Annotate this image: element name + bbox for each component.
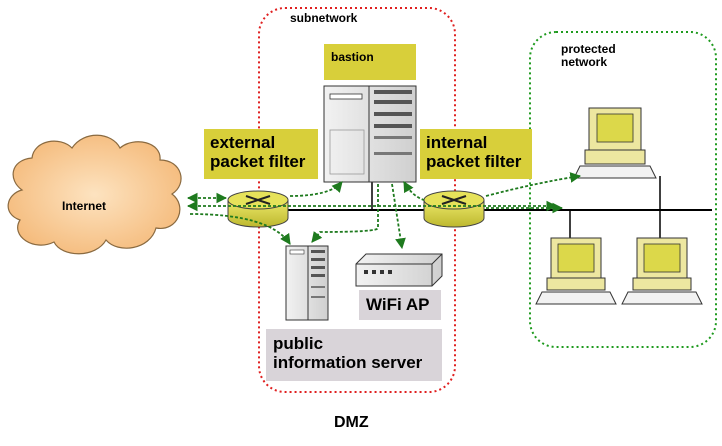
- protected-network-label: protected network: [561, 42, 616, 70]
- cloud-icon: [7, 134, 182, 255]
- internal-filter-line2: packet filter: [426, 152, 522, 172]
- router-icon: [423, 190, 485, 228]
- subnetwork-label: subnetwork: [290, 11, 358, 25]
- wifi-ap-label: WiFi AP: [366, 295, 430, 314]
- internal-filter-label-box: internal packet filter: [420, 129, 532, 179]
- protected-label-line1: protected: [561, 42, 616, 56]
- server-tower-icon: [323, 85, 417, 183]
- server-tower-icon: [285, 245, 329, 321]
- protected-label-line2: network: [561, 55, 608, 70]
- traffic-arrow-external-bastion: [289, 181, 343, 197]
- wifi-ap-label-box: WiFi AP: [359, 290, 441, 320]
- external-filter-label: external packet filter: [210, 133, 305, 171]
- internal-filter-line1: internal: [426, 133, 488, 152]
- access-point-icon: [355, 253, 443, 287]
- public-server-line1: public: [273, 334, 324, 353]
- internet-label: Internet: [62, 199, 107, 213]
- external-filter-line2: packet filter: [210, 152, 306, 172]
- traffic-arrow-bastion-wifi: [391, 183, 406, 250]
- traffic-arrow-internet-public: [189, 213, 291, 245]
- bastion-label-box: bastion: [324, 44, 416, 80]
- public-server-line2: information server: [273, 353, 423, 373]
- desktop-computer-icon: [621, 237, 703, 305]
- desktop-computer-icon: [573, 107, 657, 179]
- external-filter-label-box: external packet filter: [204, 129, 318, 179]
- internal-filter-label: internal packet filter: [426, 133, 521, 171]
- public-server-label-box: public information server: [266, 329, 442, 381]
- traffic-arrow-bastion-public: [311, 184, 379, 243]
- traffic-arrow-bastion-internal: [403, 181, 425, 201]
- dmz-label: DMZ: [334, 414, 369, 431]
- desktop-computer-icon: [535, 237, 617, 305]
- public-server-label: public information server: [273, 334, 422, 372]
- bastion-label: bastion: [331, 50, 374, 64]
- protected-network-zone: [529, 31, 717, 348]
- external-filter-line1: external: [210, 133, 276, 152]
- traffic-arrow-internal-pc1: [485, 172, 582, 197]
- router-icon: [227, 190, 289, 228]
